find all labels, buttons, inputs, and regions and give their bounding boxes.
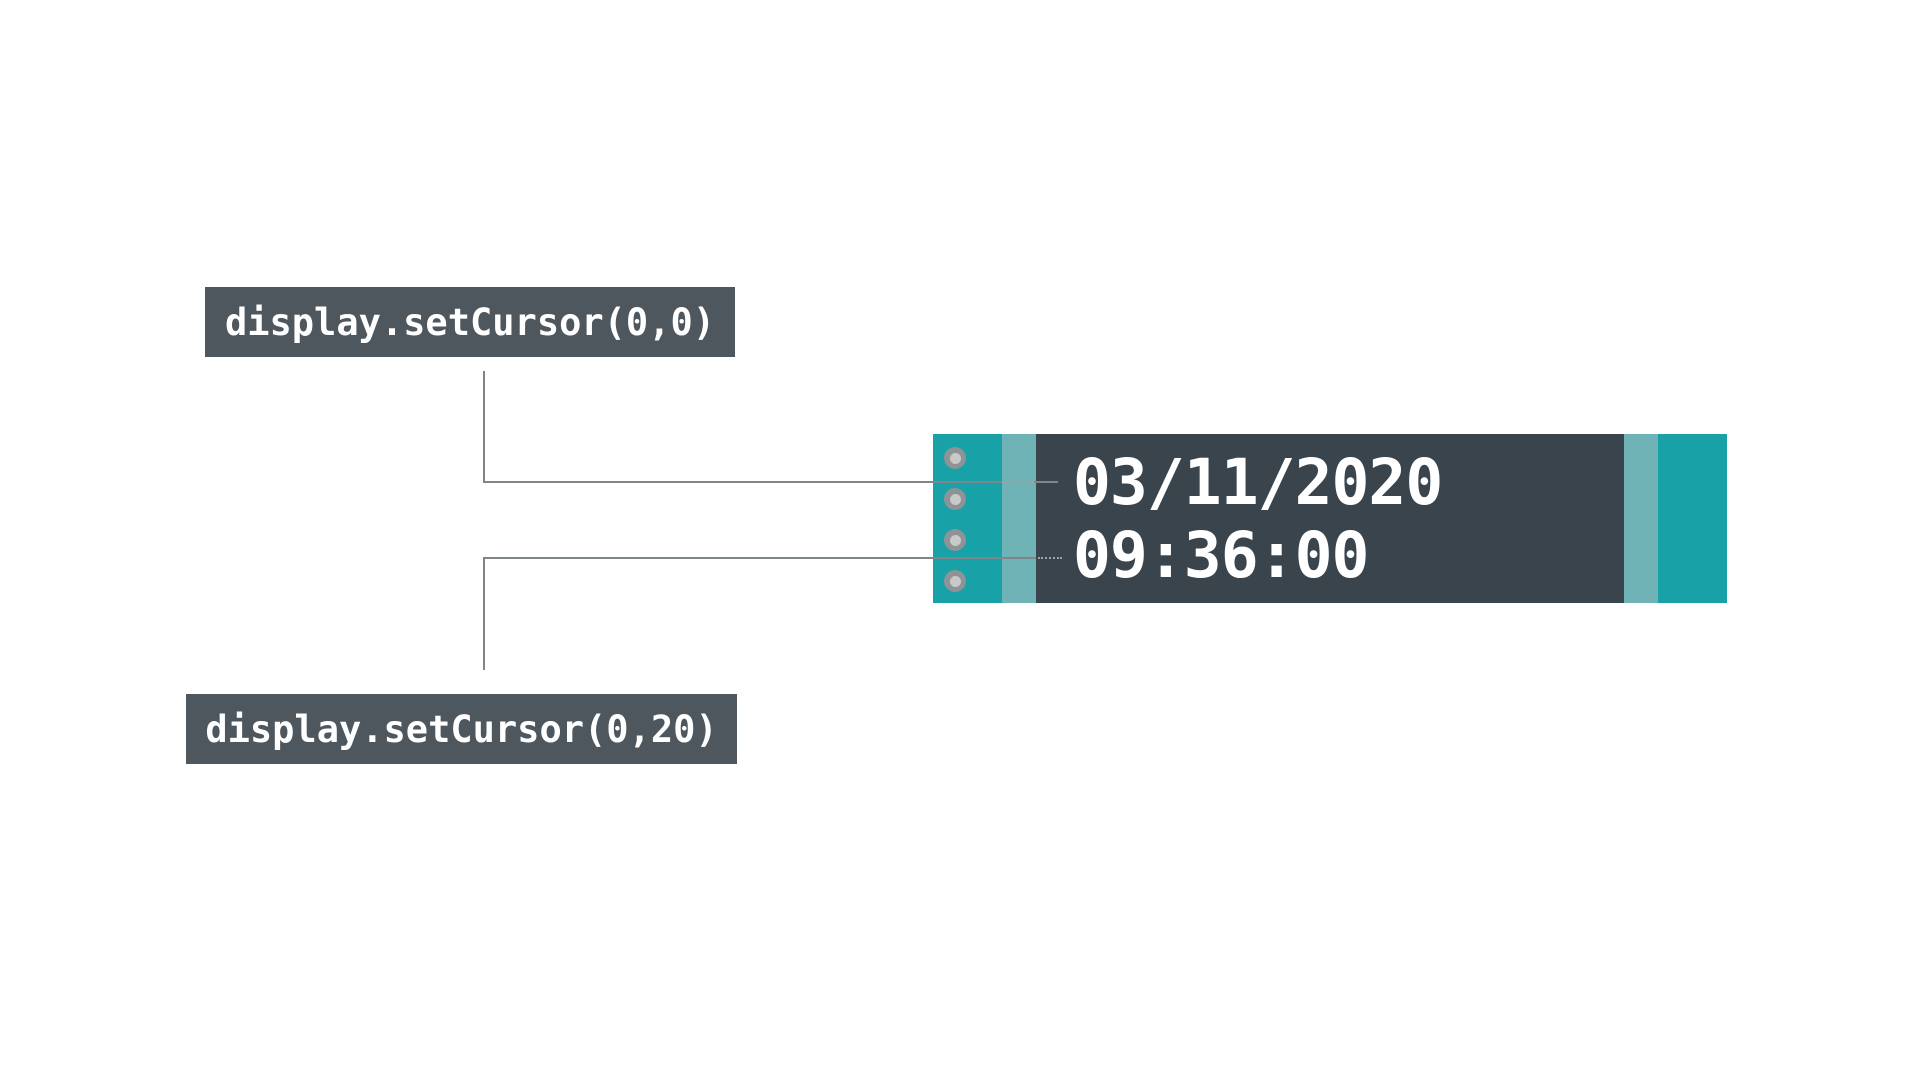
code-label-setcursor-0-0: display.setCursor(0,0) — [205, 287, 735, 357]
connector-vertical-bottom — [483, 557, 485, 670]
pin-hole-icon — [944, 488, 966, 510]
module-right-light-strip — [1624, 434, 1658, 603]
module-left-teal-bar — [933, 434, 1002, 603]
screen-date-text: 03/11/2020 — [1073, 445, 1443, 519]
connector-horizontal-bottom — [483, 557, 1036, 559]
module-left-light-strip — [1002, 434, 1036, 603]
oled-display-module: 03/11/2020 09:36:00 — [933, 434, 1727, 603]
connector-horizontal-top-end — [1034, 481, 1058, 483]
module-right-teal-bar — [1658, 434, 1727, 603]
oled-screen: 03/11/2020 09:36:00 — [1036, 434, 1624, 603]
connector-dotted-bottom — [1038, 557, 1062, 559]
pin-hole-icon — [944, 447, 966, 469]
pin-hole-icon — [944, 570, 966, 592]
connector-horizontal-top — [483, 481, 1002, 483]
code-label-setcursor-0-20: display.setCursor(0,20) — [186, 694, 737, 764]
code-label-text: display.setCursor(0,20) — [205, 707, 718, 751]
screen-time-text: 09:36:00 — [1073, 518, 1369, 592]
code-label-text: display.setCursor(0,0) — [224, 300, 716, 344]
connector-dotted-top — [1002, 481, 1034, 483]
pin-hole-icon — [944, 529, 966, 551]
connector-vertical-top — [483, 371, 485, 482]
